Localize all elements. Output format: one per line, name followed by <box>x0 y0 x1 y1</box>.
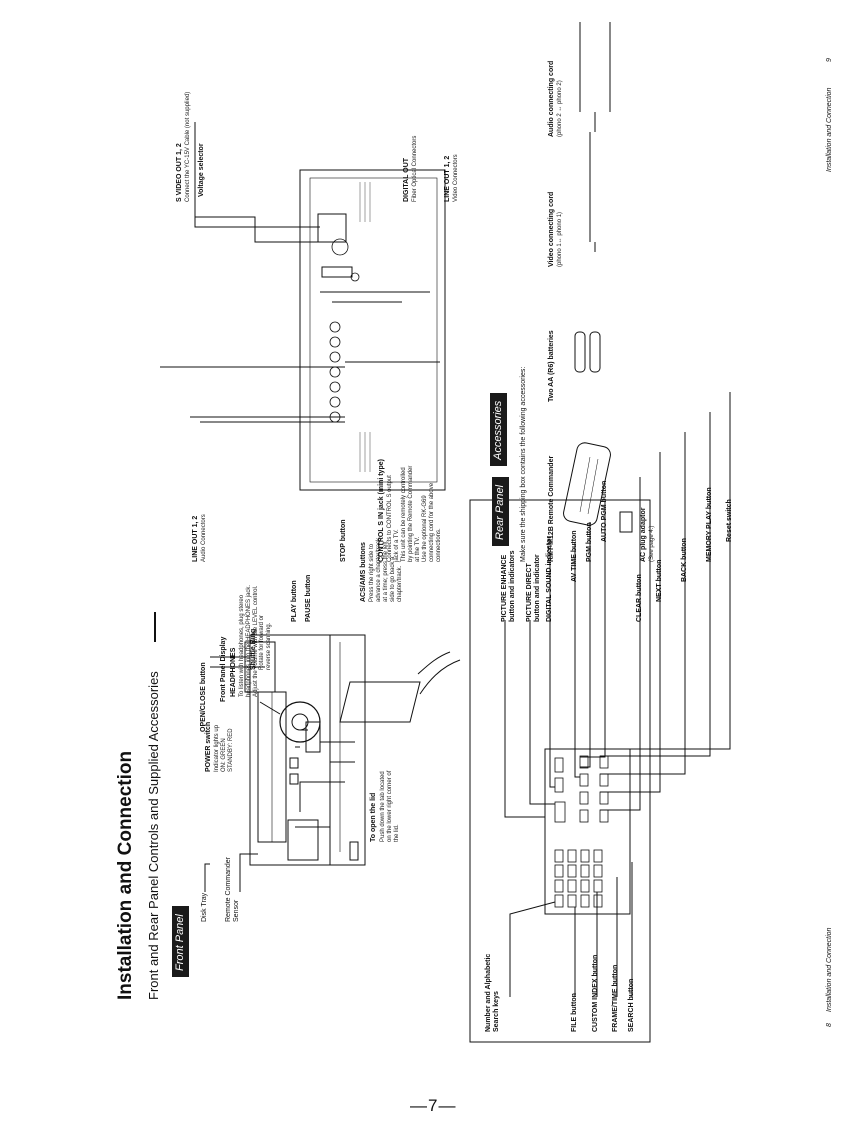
footer-left-number: 8 <box>826 1023 833 1027</box>
headphone-panel <box>287 819 319 861</box>
footer-right-text: Installation and Connection <box>826 87 833 172</box>
footer-right-number: 9 <box>826 58 833 62</box>
lid-panel <box>544 748 631 915</box>
remote-illustration <box>563 442 611 526</box>
player-body <box>249 634 366 866</box>
footer-left-text: Installation and Connection <box>826 927 833 1012</box>
rear-body <box>299 169 446 491</box>
audio-cord <box>579 22 611 122</box>
battery-2 <box>589 331 601 373</box>
page-number: —7— <box>410 1096 457 1115</box>
ac-plug <box>619 511 633 533</box>
video-cord <box>589 122 596 252</box>
battery-1 <box>574 331 586 373</box>
